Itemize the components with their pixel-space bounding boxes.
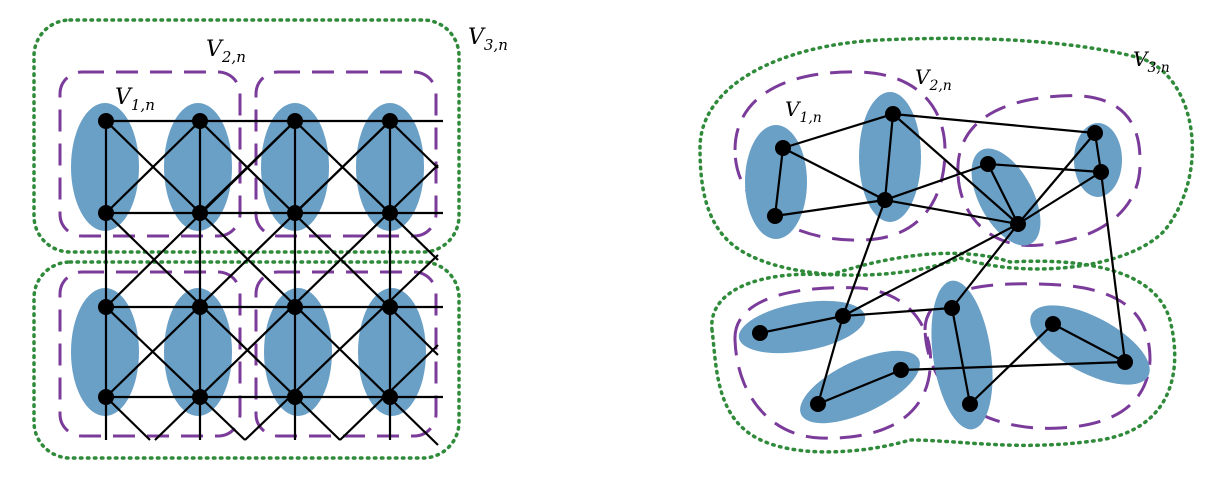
label-level3: V3,n [1133,47,1170,76]
level2-boundary-top-right [956,94,1142,247]
level1-cluster [1074,123,1122,197]
graph-node [98,299,114,315]
graph-node [835,308,851,324]
graph-node [287,113,303,129]
level2-boundary-top-left [58,70,242,238]
graph-node [382,113,398,129]
graph-node [382,205,398,221]
graph-node [893,362,909,378]
level3-boundary-bottom [710,251,1177,454]
graph-node [980,156,996,172]
level2-boundary-top-right [254,70,438,238]
graph-node [382,299,398,315]
lattice-panel: V1,n V2,n V3,n [32,18,508,460]
level1-cluster [1030,305,1150,385]
graph-node [962,396,978,412]
graph-node [885,106,901,122]
level1-cluster [931,280,993,430]
graph-node [98,113,114,129]
graph-node [287,389,303,405]
graph-node [944,300,960,316]
level2-boundary-bottom-right [254,270,438,438]
graph-node [192,389,208,405]
graph-node [287,205,303,221]
random-graph-edges [759,112,1127,406]
lattice-nodes [98,113,398,405]
label-level3: V3,n [468,25,508,54]
random-graph-panel: V1,n V2,n V3,n [698,36,1194,454]
level3-boundary-top [32,18,461,254]
graph-node [775,140,791,156]
label-level2: V2,n [206,37,246,66]
level2-boundary-bottom-left [58,270,242,438]
level2-boundary-bottom-left [733,286,933,440]
graph-node [192,113,208,129]
graph-node [382,389,398,405]
graph-node [752,325,768,341]
graph-node [1093,164,1109,180]
graph-node [1087,125,1103,141]
graph-node [1045,316,1061,332]
graph-node [767,208,783,224]
graph-node [192,205,208,221]
graph-node [98,205,114,221]
graph-node [98,389,114,405]
graph-node [877,192,893,208]
level2-boundary-bottom-right [923,282,1152,430]
graph-node [1117,354,1133,370]
random-graph-nodes [752,106,1133,412]
level3-boundary-top [698,36,1194,277]
graph-node [192,299,208,315]
graph-node [810,396,826,412]
graph-node [287,299,303,315]
label-level1: V1,n [115,85,155,114]
level3-boundary-bottom [32,260,461,460]
level1-cluster [738,300,866,354]
label-level1: V1,n [785,97,822,126]
graph-node [1010,216,1026,232]
label-level2: V2,n [915,65,952,94]
